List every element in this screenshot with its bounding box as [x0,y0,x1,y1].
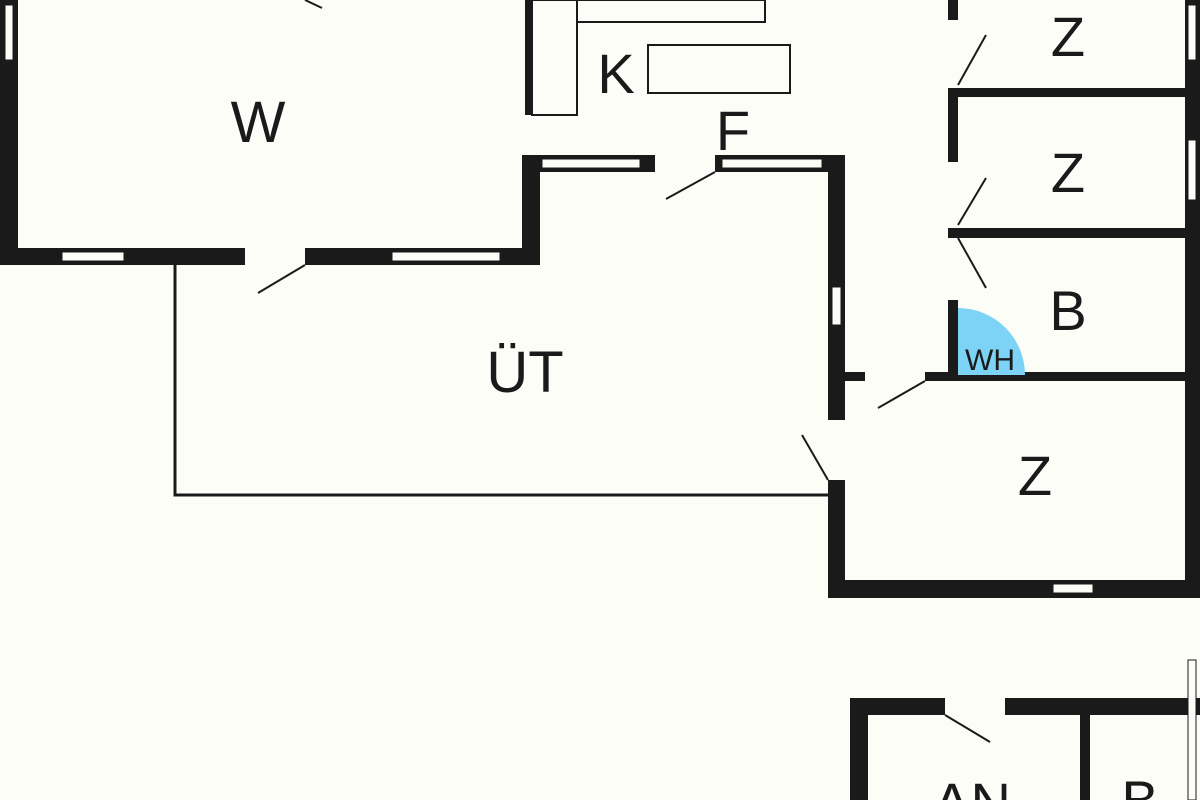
room-label-bedroom-1: Z [1051,5,1085,68]
room-label-annex: AN [933,771,1011,800]
windows [4,4,1197,800]
room-label-kitchen: K [597,42,634,105]
terrace-outline [173,265,830,497]
room-label-bedroom-3: Z [1018,444,1052,507]
room-label-living: W [231,90,286,155]
room-labels: W K F Z Z B WH ÜT Z AN B [231,5,1159,800]
room-label-terrace: ÜT [486,340,563,405]
water-heater-label: WH [965,344,1015,377]
kitchen-counters [531,0,791,116]
room-label-hall: F [716,99,750,162]
water-heater-icon [958,308,1025,375]
room-label-bedroom-2: Z [1051,141,1085,204]
door-swings [257,0,991,743]
room-label-annex-bath: B [1121,769,1158,800]
room-label-bathroom: B [1049,279,1086,342]
